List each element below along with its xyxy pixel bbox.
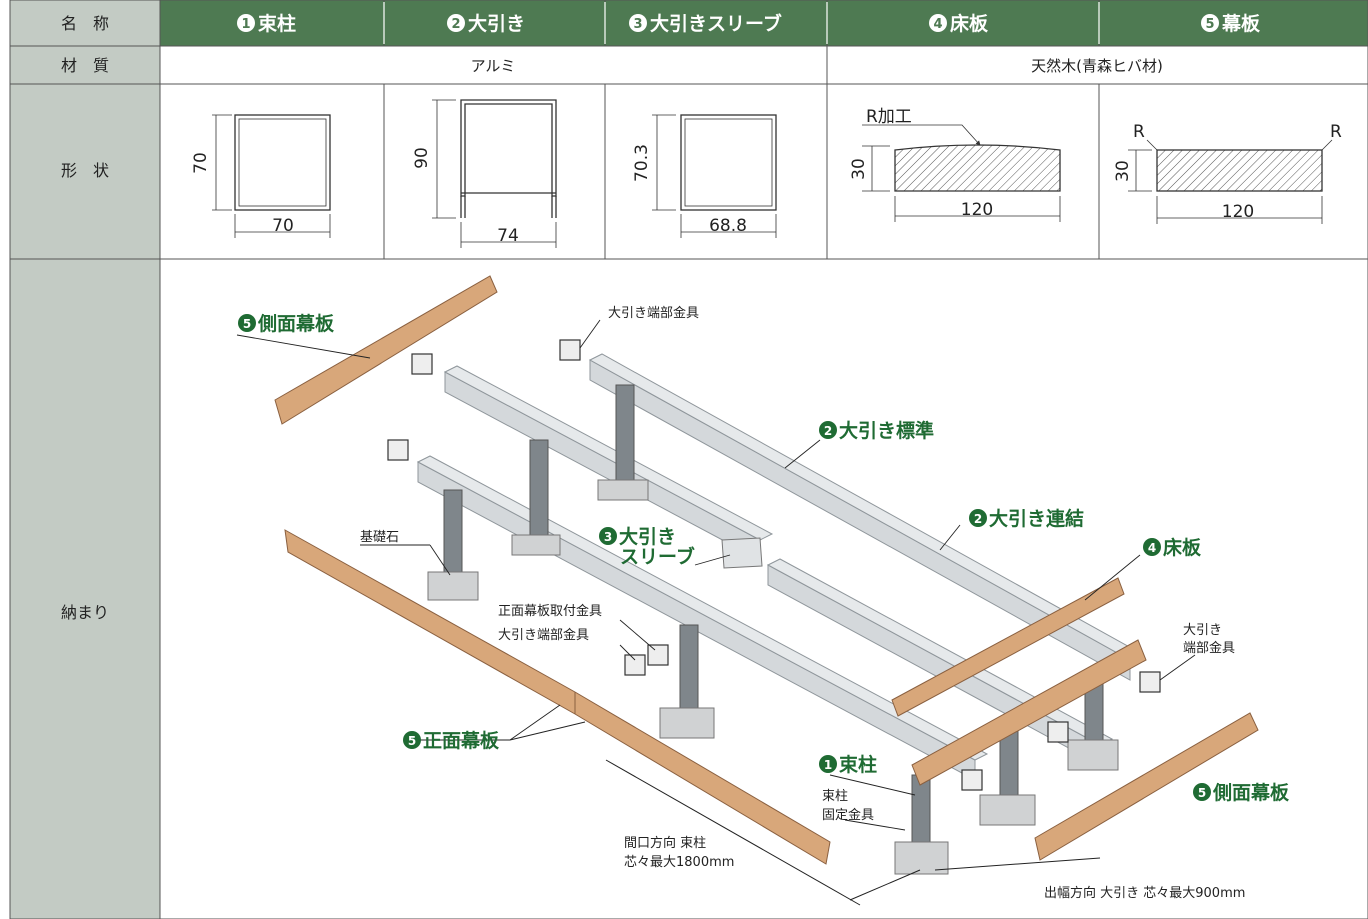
svg-text:1: 1 [824, 758, 832, 772]
row-label-material: 材 質 [61, 56, 109, 75]
fascia-r-right: R [1330, 122, 1342, 142]
label-side-fascia-left: 5 側面幕板 [238, 312, 335, 335]
post-profile [212, 114, 331, 238]
col-number: 3 [633, 17, 642, 32]
label-text: 側面幕板 [257, 312, 335, 335]
label-floorboard: 4 床板 [1143, 536, 1202, 559]
label-beam-end-bracket-mid: 大引き端部金具 [498, 627, 589, 643]
label-text-line2: スリーブ [620, 545, 695, 568]
label-text: 正面幕板 [423, 729, 500, 752]
col-number: 2 [451, 17, 460, 32]
floorboard-piece [891, 577, 1125, 717]
col-label: 大引き [468, 12, 525, 35]
svg-text:2: 2 [824, 424, 832, 438]
label-beam-standard: 2 大引き標準 [819, 419, 934, 442]
col-label: 床板 [950, 12, 989, 35]
col-header-beam: 2 大引き [447, 12, 525, 35]
col-header-fascia: 5 幕板 [1201, 12, 1261, 35]
sleeve-profile [652, 114, 777, 238]
front-fascia-board [284, 529, 831, 865]
label-text: 床板 [1163, 536, 1202, 559]
floorboard-profile [862, 124, 1061, 222]
side-fascia-left-board [274, 275, 498, 425]
label-text: 束柱 [839, 753, 877, 776]
header-row [160, 0, 1368, 46]
svg-text:4: 4 [1148, 541, 1156, 555]
col-number: 5 [1205, 17, 1214, 32]
label-front-fascia-bracket: 正面幕板取付金具 [498, 603, 602, 619]
fascia-profile [1128, 139, 1333, 224]
post-height: 70 [191, 152, 211, 174]
post-width: 70 [272, 216, 294, 236]
floorboard-height: 30 [849, 158, 869, 180]
col-label: 大引きスリーブ [650, 12, 782, 35]
row-header-column [10, 0, 160, 919]
fascia-height: 30 [1113, 160, 1133, 182]
label-frontage-line2: 芯々最大1800mm [624, 855, 734, 870]
label-frontage-line1: 間口方向 束柱 [624, 835, 706, 851]
material-wood: 天然木(青森ヒバ材) [1031, 57, 1163, 75]
label-side-fascia-right: 5 側面幕板 [1193, 781, 1290, 804]
col-header-floorboard: 4 床板 [929, 12, 989, 35]
label-beam-end-right-line2: 端部金具 [1183, 640, 1235, 656]
label-beam-end-right-line1: 大引き [1183, 623, 1222, 638]
beam-height: 90 [412, 147, 432, 169]
label-text: 側面幕板 [1212, 781, 1290, 804]
label-post-bracket-line2: 固定金具 [822, 807, 874, 823]
col-header-sleeve: 3 大引きスリーブ [629, 12, 782, 35]
svg-text:5: 5 [408, 734, 416, 748]
label-foundation-stone: 基礎石 [360, 530, 399, 545]
label-post-bracket-line1: 束柱 [822, 789, 848, 804]
label-front-fascia: 5 正面幕板 [403, 729, 500, 752]
svg-text:5: 5 [243, 317, 251, 331]
svg-text:5: 5 [1198, 786, 1206, 800]
label-text: 大引き標準 [839, 419, 934, 442]
svg-text:2: 2 [974, 512, 982, 526]
label-text: 大引き連結 [989, 507, 1084, 530]
floorboard-r-note: R加工 [866, 107, 912, 127]
label-beam-joint: 2 大引き連結 [969, 507, 1084, 530]
col-label: 幕板 [1221, 12, 1261, 35]
beam-profile [432, 99, 557, 248]
col-label: 束柱 [258, 12, 296, 35]
col-number: 1 [241, 17, 250, 32]
row-label-name: 名 称 [61, 14, 109, 33]
side-fascia-right-board [1034, 712, 1259, 861]
col-header-post: 1 束柱 [237, 12, 296, 35]
floorboard-width: 120 [961, 200, 993, 220]
fascia-width: 120 [1222, 202, 1254, 222]
row-label-shape: 形 状 [61, 161, 109, 180]
svg-text:3: 3 [604, 530, 612, 544]
col-number: 4 [933, 17, 942, 32]
sleeve-width: 68.8 [709, 216, 747, 236]
fascia-r-left: R [1133, 122, 1145, 142]
beam-width: 74 [497, 226, 519, 246]
front-fascia-right-board [911, 639, 1147, 786]
material-aluminum: アルミ [471, 57, 516, 75]
label-sleeve: 3 大引き スリーブ [599, 525, 695, 568]
row-label-assembly: 納まり [61, 603, 109, 622]
sleeve-height: 70.3 [632, 144, 652, 182]
label-text-line1: 大引き [619, 525, 676, 548]
label-post: 1 束柱 [819, 753, 877, 776]
label-projection: 出幅方向 大引き 芯々最大900mm [1044, 885, 1245, 901]
assembly-illustration [236, 275, 1259, 906]
label-beam-end-bracket-top: 大引き端部金具 [608, 305, 699, 321]
